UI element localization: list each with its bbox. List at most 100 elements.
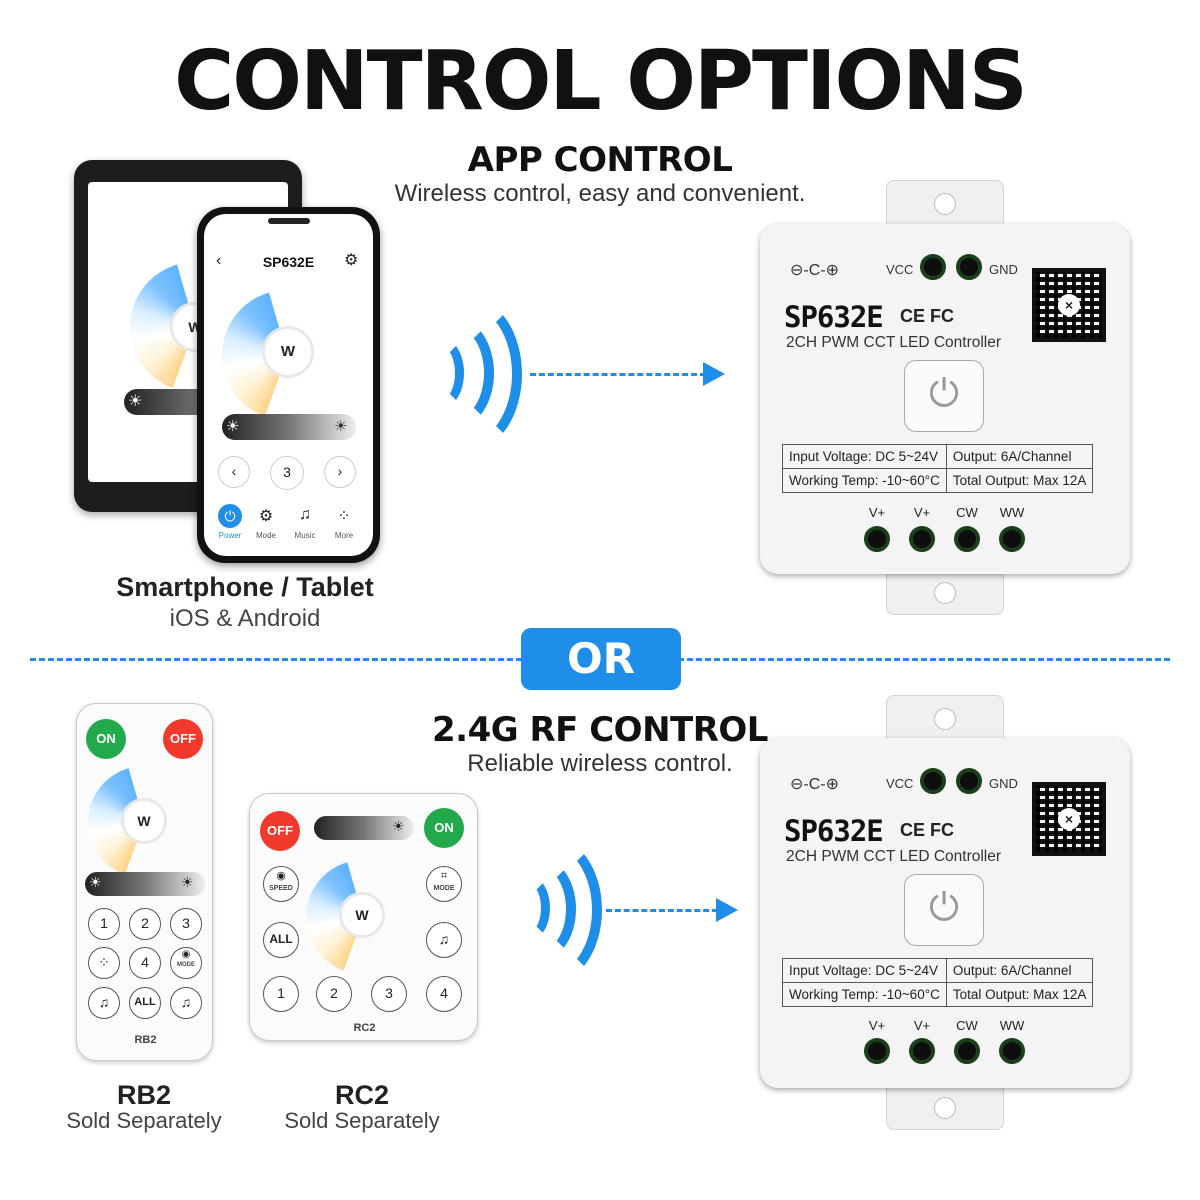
arrow-right-icon bbox=[716, 898, 738, 922]
zone-3-button: 3 bbox=[371, 976, 407, 1012]
vcc-label: VCC bbox=[886, 262, 914, 277]
rb2-remote: ON OFF W ☀ ☀ 1 2 3 ⁘ 4 ◉ MODE ♫ ALL ♫ RB… bbox=[76, 703, 213, 1061]
qr-code: × bbox=[1032, 782, 1106, 856]
grid-icon: ⁘ bbox=[88, 947, 120, 979]
output-terminal bbox=[999, 526, 1025, 552]
wireless-wave-icon bbox=[412, 296, 522, 452]
mode-button: ◉ MODE bbox=[170, 947, 202, 979]
wireless-wave-icon bbox=[498, 836, 602, 984]
remote-model-label: RB2 bbox=[134, 1034, 157, 1046]
spec-working-temp: Working Temp: -10~60°C bbox=[782, 468, 947, 493]
controller-model: SP632E bbox=[784, 300, 884, 334]
power-button: ⏻ bbox=[904, 874, 984, 946]
all-button: ALL bbox=[263, 922, 299, 958]
mounting-hole bbox=[934, 582, 956, 604]
terminal-label: V+ bbox=[913, 505, 931, 520]
qr-code: × bbox=[1032, 268, 1106, 342]
app-control-subtitle: Wireless control, easy and convenient. bbox=[394, 180, 806, 207]
on-button: ON bbox=[424, 808, 464, 848]
zone-1-button: 1 bbox=[263, 976, 299, 1012]
mode-label: MODE bbox=[177, 962, 195, 968]
sun-icon: ☀ bbox=[334, 418, 348, 435]
nav-power-label: Power bbox=[218, 531, 242, 540]
spec-total-output: Total Output: Max 12A bbox=[945, 982, 1094, 1007]
power-icon: ⏻ bbox=[928, 887, 960, 929]
controller-description: 2CH PWM CCT LED Controller bbox=[786, 848, 1002, 865]
brightness-slider bbox=[222, 414, 356, 440]
nav-more-label: More bbox=[334, 531, 354, 540]
signal-dashed-line bbox=[530, 373, 706, 376]
gear-icon: ⚙ bbox=[258, 508, 274, 525]
rf-control-title: 2.4G RF CONTROL bbox=[432, 710, 768, 750]
gnd-terminal bbox=[956, 254, 982, 280]
zone-3-button: 3 bbox=[170, 908, 202, 940]
power-icon: ⏻ bbox=[928, 373, 960, 415]
sun-icon: ☀ bbox=[226, 418, 240, 435]
mounting-tab bbox=[886, 1080, 1004, 1130]
sun-icon: ☀ bbox=[392, 818, 405, 834]
terminal-label: WW bbox=[999, 1018, 1025, 1033]
zone-1-button: 1 bbox=[88, 908, 120, 940]
mounting-hole bbox=[934, 708, 956, 730]
white-center-button: W bbox=[121, 798, 167, 844]
certification-marks: CE FC bbox=[900, 820, 954, 840]
phone-app-title: SP632E bbox=[262, 254, 315, 270]
output-terminal bbox=[864, 526, 890, 552]
output-terminal bbox=[864, 1038, 890, 1064]
polarity-symbol: ⊖-C-⊕ bbox=[790, 262, 840, 279]
terminal-label: CW bbox=[956, 505, 978, 520]
music-icon: ♫ bbox=[426, 922, 462, 958]
controller-description: 2CH PWM CCT LED Controller bbox=[786, 334, 1002, 351]
off-button: OFF bbox=[163, 719, 203, 759]
mounting-tab bbox=[886, 180, 1004, 230]
phone-screen: ‹ SP632E ⚙ W ☀ ☀ ‹ 3 › ⏻ Power ⚙ Mode ♫ … bbox=[204, 214, 373, 556]
sun-icon: ☀ bbox=[181, 874, 194, 890]
output-terminal bbox=[909, 526, 935, 552]
terminal-label: V+ bbox=[868, 505, 886, 520]
gnd-terminal bbox=[956, 768, 982, 794]
rc2-subcaption: Sold Separately bbox=[284, 1108, 440, 1133]
mounting-hole bbox=[934, 193, 956, 215]
spec-output: Output: 6A/Channel bbox=[945, 958, 1094, 983]
vcc-label: VCC bbox=[886, 776, 914, 791]
spec-table: Input Voltage: DC 5~24V Output: 6A/Chann… bbox=[782, 444, 1094, 493]
mode-button: ⌗ MODE bbox=[426, 866, 462, 902]
output-terminal bbox=[909, 1038, 935, 1064]
brightness-slider bbox=[85, 872, 205, 896]
spec-table: Input Voltage: DC 5~24V Output: 6A/Chann… bbox=[782, 958, 1094, 1007]
page-title: CONTROL OPTIONS bbox=[174, 34, 1028, 129]
rb2-subcaption: Sold Separately bbox=[66, 1108, 222, 1133]
spec-output: Output: 6A/Channel bbox=[945, 444, 1094, 469]
controller-model: SP632E bbox=[784, 814, 884, 848]
vcc-terminal bbox=[920, 254, 946, 280]
on-button: ON bbox=[86, 719, 126, 759]
frame-icon: ⌗ bbox=[440, 870, 448, 882]
off-button: OFF bbox=[260, 811, 300, 851]
step-value: 3 bbox=[270, 456, 304, 490]
mode-label: MODE bbox=[433, 885, 455, 892]
output-terminal bbox=[954, 526, 980, 552]
music-icon: ♫ bbox=[299, 506, 311, 523]
rc2-caption: RC2 bbox=[334, 1080, 389, 1110]
device-caption: Smartphone / Tablet bbox=[116, 572, 374, 602]
mounting-hole bbox=[934, 1097, 956, 1119]
app-control-title: APP CONTROL bbox=[467, 140, 733, 180]
terminal-label: WW bbox=[999, 505, 1025, 520]
smartphone-device: ‹ SP632E ⚙ W ☀ ☀ ‹ 3 › ⏻ Power ⚙ Mode ♫ … bbox=[197, 207, 380, 563]
sun-icon: ☀ bbox=[128, 393, 143, 410]
brightness-slider bbox=[314, 816, 414, 840]
speed-label: SPEED bbox=[269, 885, 293, 892]
music-icon: ♫ bbox=[88, 987, 120, 1019]
certification-marks: CE FC bbox=[900, 306, 954, 326]
gnd-label: GND bbox=[989, 776, 1018, 791]
vcc-terminal bbox=[920, 768, 946, 794]
all-button: ALL bbox=[129, 987, 161, 1019]
signal-dashed-line bbox=[606, 909, 718, 912]
next-button: › bbox=[324, 456, 356, 488]
terminal-label: V+ bbox=[868, 1018, 886, 1033]
arrow-right-icon bbox=[703, 362, 725, 386]
music-icon: ♫ bbox=[170, 987, 202, 1019]
zone-4-button: 4 bbox=[426, 976, 462, 1012]
power-button: ⏻ bbox=[904, 360, 984, 432]
spec-input-voltage: Input Voltage: DC 5~24V bbox=[782, 958, 947, 983]
